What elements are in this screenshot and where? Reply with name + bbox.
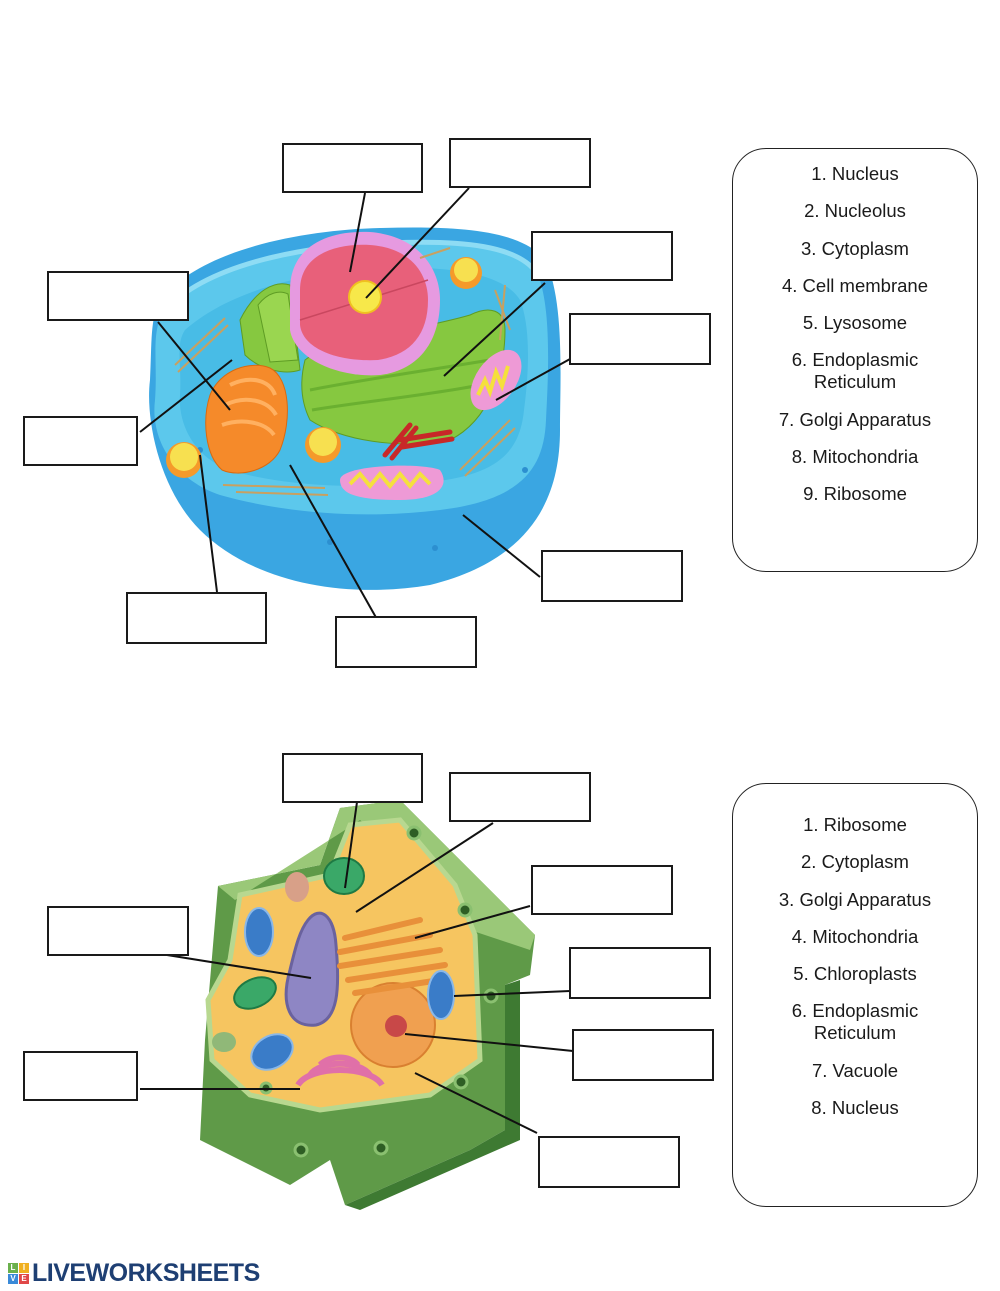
word-bank-item: 9. Ribosome	[803, 483, 907, 505]
plant-label-input-4[interactable]	[49, 908, 187, 954]
logo-letter: L	[8, 1262, 18, 1273]
animal-label-box-7[interactable]	[541, 550, 683, 602]
word-bank-item: 7. Vacuole	[811, 1059, 899, 1081]
plant-label-input-1[interactable]	[284, 755, 421, 801]
word-bank-item: 3. Cytoplasm	[801, 237, 909, 259]
plant-label-input-6[interactable]	[574, 1031, 712, 1079]
plant-label-box-5[interactable]	[569, 947, 711, 999]
plant-leader-lines	[140, 801, 574, 1134]
word-bank-item: 5. Lysosome	[802, 312, 908, 334]
plant-label-input-3[interactable]	[533, 867, 671, 913]
logo-letter: I	[19, 1262, 29, 1273]
plant-label-box-7[interactable]	[23, 1051, 138, 1101]
plant-label-box-3[interactable]	[531, 865, 673, 915]
animal-label-box-9[interactable]	[335, 616, 477, 668]
word-bank-item: 2. Nucleolus	[804, 200, 906, 222]
animal-label-input-7[interactable]	[543, 552, 681, 600]
logo-text: LIVEWORKSHEETS	[32, 1258, 260, 1287]
word-bank-item: 2. Cytoplasm	[801, 851, 909, 873]
word-bank-item: 1. Nucleus	[811, 163, 899, 184]
plant-label-box-2[interactable]	[449, 772, 591, 822]
animal-label-box-3[interactable]	[531, 231, 673, 281]
animal-label-input-3[interactable]	[533, 233, 671, 279]
animal-label-box-8[interactable]	[126, 592, 267, 644]
animal-label-input-4[interactable]	[49, 273, 187, 319]
word-bank-item: 6. Endoplasmic Reticulum	[791, 349, 919, 393]
word-bank-item: 1. Ribosome	[803, 814, 907, 835]
plant-label-input-8[interactable]	[540, 1138, 678, 1186]
animal-label-input-1[interactable]	[284, 145, 421, 191]
animal-label-input-6[interactable]	[25, 418, 136, 464]
animal-label-input-8[interactable]	[128, 594, 265, 642]
liveworksheets-logo: L I V E LIVEWORKSHEETS	[8, 1258, 260, 1287]
animal-leader-lines	[139, 187, 571, 622]
word-bank-item: 8. Nucleus	[811, 1097, 899, 1119]
plant-label-box-1[interactable]	[282, 753, 423, 803]
word-bank-item: 6. Endoplasmic Reticulum	[791, 1000, 919, 1044]
word-bank-item: 5. Chloroplasts	[793, 963, 917, 985]
animal-label-box-2[interactable]	[449, 138, 591, 188]
animal-label-input-2[interactable]	[451, 140, 589, 186]
word-bank-item: 4. Cell membrane	[781, 274, 928, 296]
animal-label-box-1[interactable]	[282, 143, 423, 193]
logo-icon: L I V E	[8, 1262, 29, 1284]
word-bank-item: 4. Mitochondria	[791, 925, 919, 947]
plant-word-bank: 1. Ribosome 2. Cytoplasm 3. Golgi Appara…	[732, 783, 978, 1207]
animal-word-bank: 1. Nucleus 2. Nucleolus 3. Cytoplasm 4. …	[732, 148, 978, 572]
animal-label-input-5[interactable]	[571, 315, 709, 363]
word-bank-item: 3. Golgi Apparatus	[778, 888, 932, 910]
animal-cell-illustration	[149, 227, 561, 590]
plant-label-input-2[interactable]	[451, 774, 589, 820]
animal-label-box-4[interactable]	[47, 271, 189, 321]
plant-label-box-4[interactable]	[47, 906, 189, 956]
plant-label-input-5[interactable]	[571, 949, 709, 997]
animal-label-box-6[interactable]	[23, 416, 138, 466]
word-bank-item: 7. Golgi Apparatus	[778, 408, 932, 430]
animal-label-box-5[interactable]	[569, 313, 711, 365]
logo-letter: E	[19, 1273, 29, 1284]
plant-label-input-7[interactable]	[25, 1053, 136, 1099]
plant-label-box-6[interactable]	[572, 1029, 714, 1081]
plant-label-box-8[interactable]	[538, 1136, 680, 1188]
plant-cell-illustration	[200, 800, 535, 1210]
animal-label-input-9[interactable]	[337, 618, 475, 666]
logo-letter: V	[8, 1273, 18, 1284]
word-bank-item: 8. Mitochondria	[791, 446, 919, 468]
